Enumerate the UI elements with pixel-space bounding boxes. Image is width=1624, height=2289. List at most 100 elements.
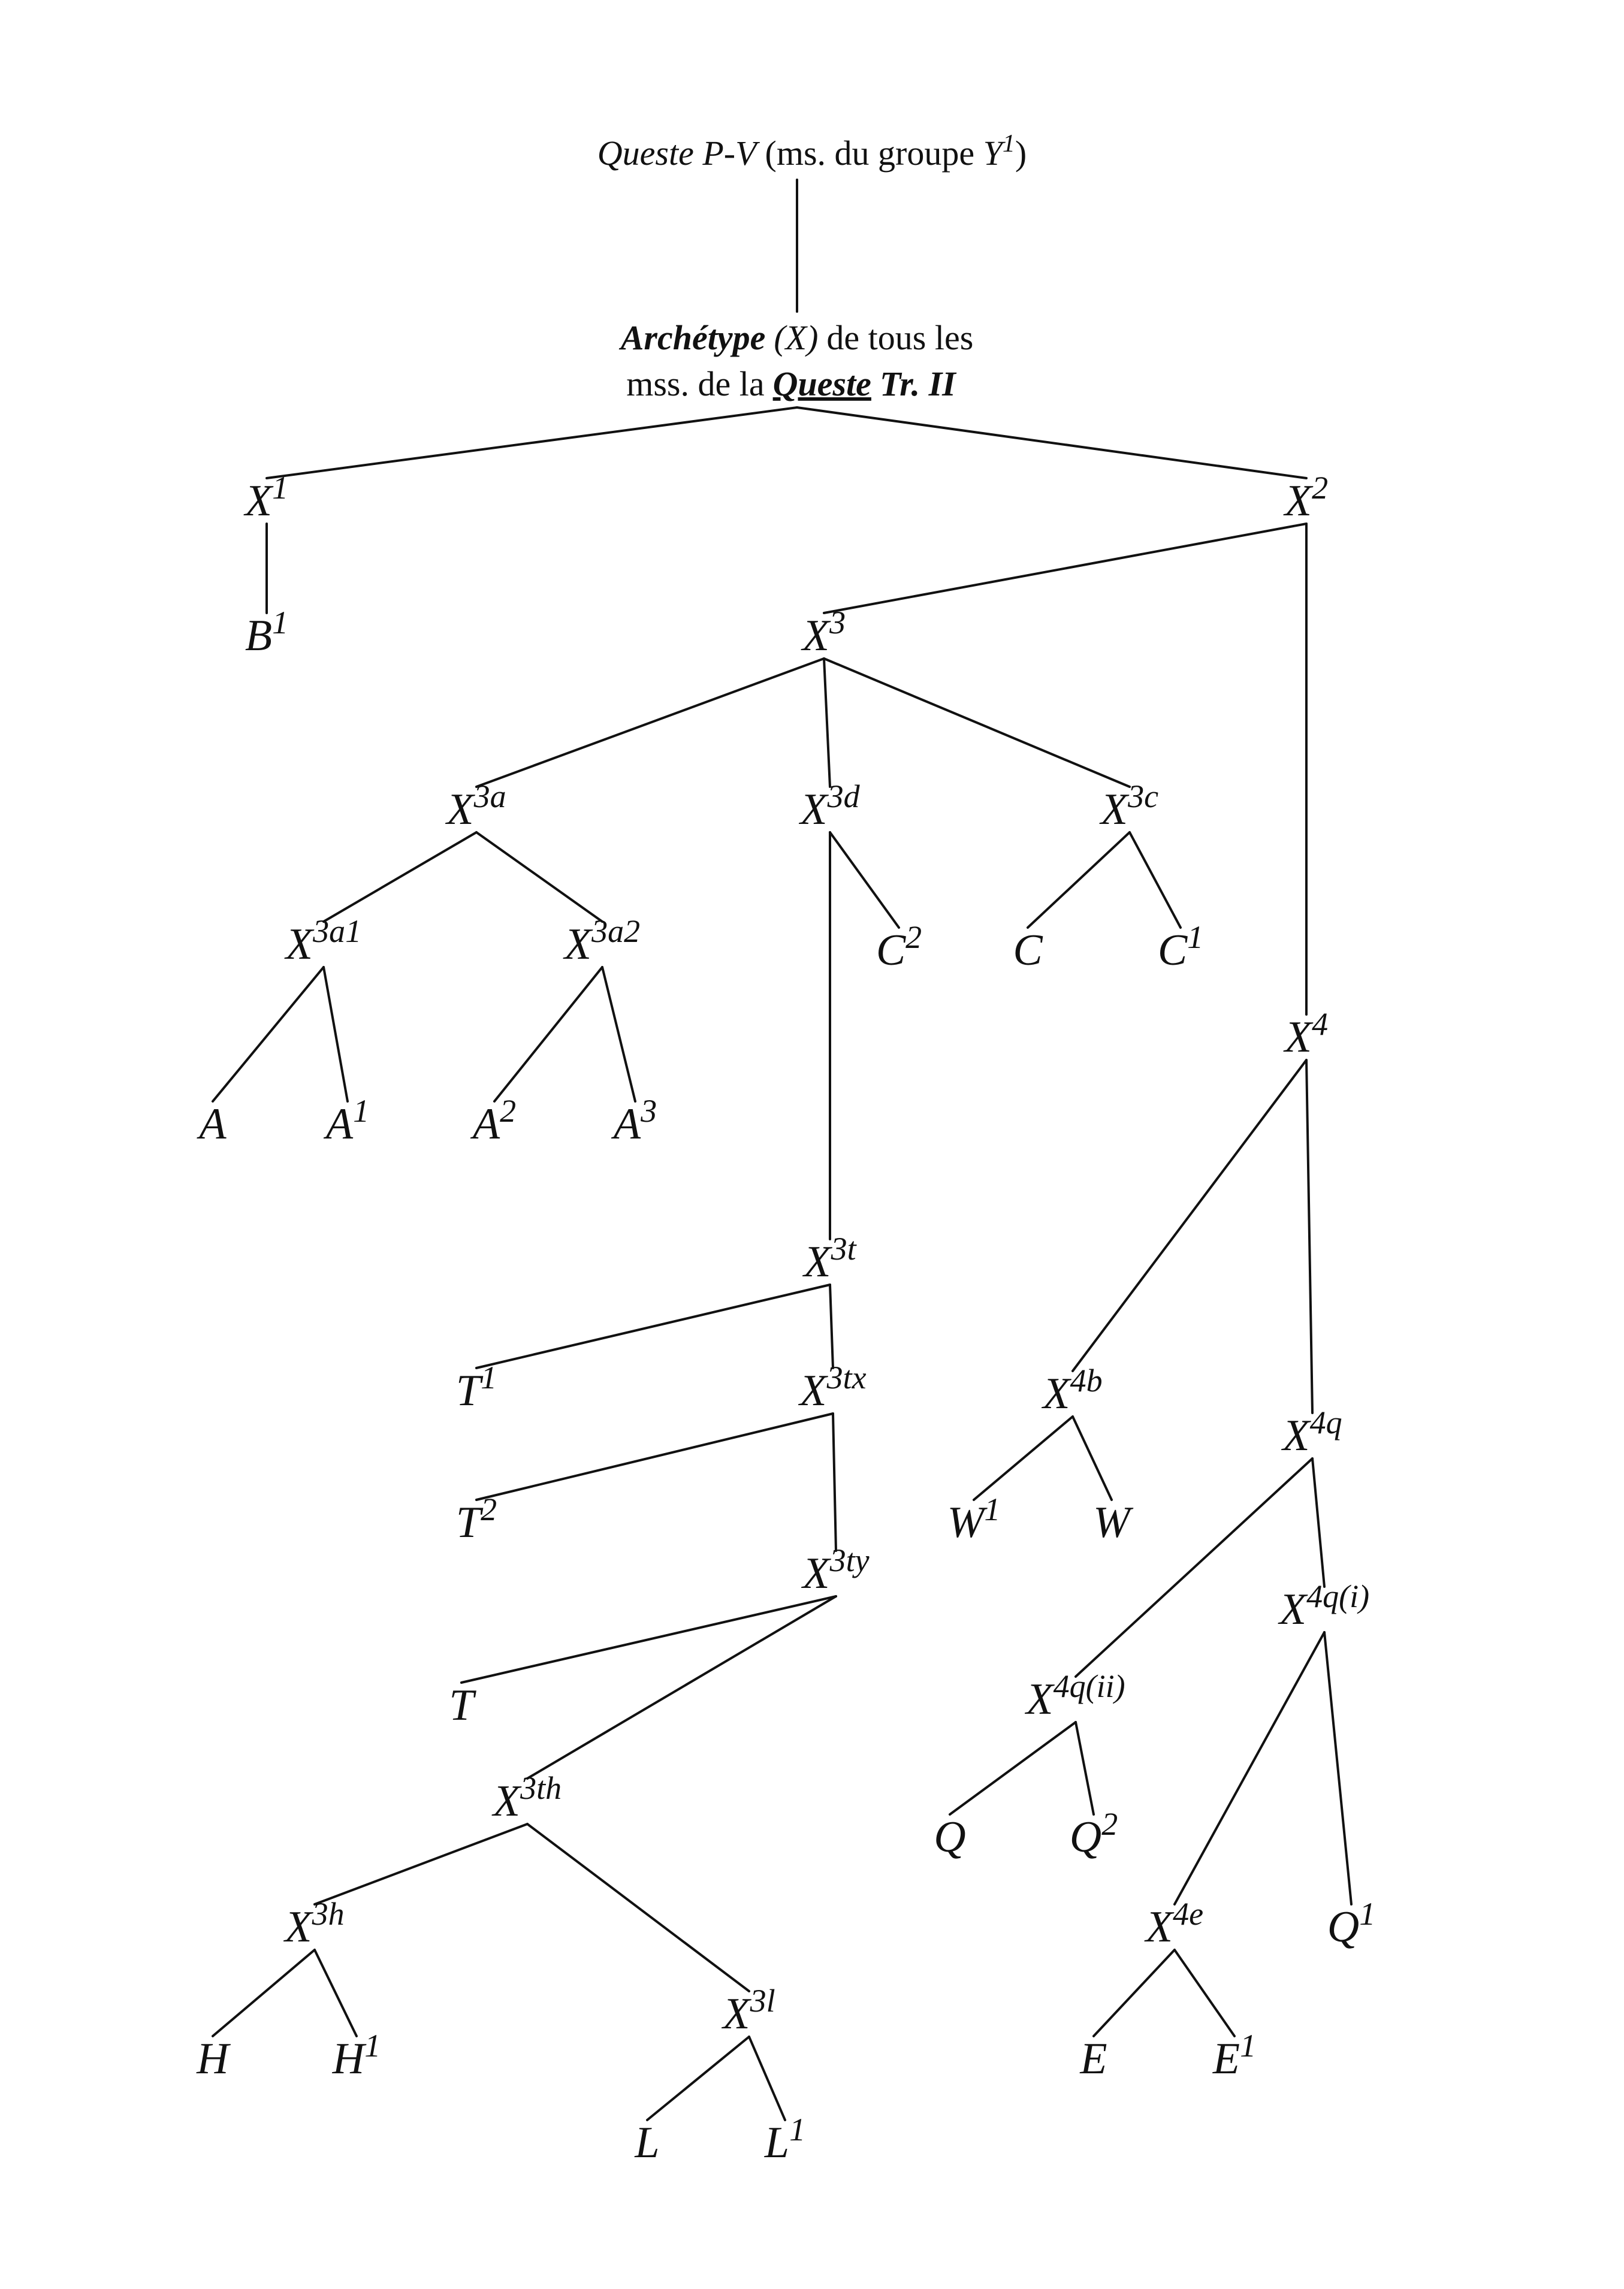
edge-x3-x3a	[475, 657, 825, 788]
edge-x4qi-q1	[1323, 1631, 1353, 1906]
edge-x3a-x3a1	[322, 831, 478, 923]
edge-x3t-x3tx	[829, 1284, 834, 1369]
edge-x4b-w	[1071, 1415, 1113, 1501]
edge-x3tx-x3ty	[832, 1412, 837, 1552]
node-superscript: 1	[272, 605, 288, 641]
node-x3tx: X3tx	[798, 1360, 866, 1415]
edge-x3c-c	[1027, 831, 1131, 929]
node-x3th: X3th	[491, 1770, 562, 1826]
node-base-letter: X	[1278, 1585, 1308, 1634]
archetype-line1-rest: de tous les	[826, 318, 973, 357]
edge-x3d-c2	[829, 831, 900, 929]
node-base-letter: X	[243, 476, 274, 526]
edge-archetype-x1	[265, 406, 798, 479]
node-t1: T1	[456, 1360, 497, 1415]
edge-x3th-x3h	[313, 1823, 529, 1906]
edge-x3c-c1	[1128, 831, 1182, 929]
node-base-letter: Q	[1070, 1813, 1101, 1862]
title-group-sup: 1	[1003, 130, 1015, 158]
node-base-letter: X	[802, 1237, 832, 1287]
node-base-letter: X	[801, 1549, 831, 1598]
title-line: Queste P-V(ms. du groupe Y1)	[597, 130, 1027, 173]
node-base-letter: H	[332, 2034, 367, 2083]
node-base-letter: H	[196, 2034, 231, 2083]
edge-x4qi-x4e	[1173, 1631, 1326, 1906]
node-superscript: 2	[905, 919, 922, 955]
archetype-label: Archétype	[619, 318, 766, 357]
node-base-letter: L	[764, 2118, 789, 2167]
node-base-letter: B	[245, 611, 272, 660]
edge-x3t-t1	[475, 1284, 831, 1369]
node-superscript: 2	[1312, 470, 1328, 506]
node-x4b: X4b	[1041, 1363, 1102, 1418]
node-superscript: 4	[1312, 1006, 1328, 1042]
node-base-letter: X	[798, 1366, 828, 1415]
edge-x3h-h1	[313, 1949, 358, 2037]
node-x1: X1	[243, 470, 288, 526]
node-base-letter: X	[283, 1903, 313, 1952]
node-base-letter: X	[491, 1777, 522, 1826]
node-superscript: 1	[1359, 1896, 1375, 1932]
node-base-letter: A	[323, 1100, 354, 1149]
node-a2: A2	[470, 1093, 516, 1149]
node-base-letter: X	[721, 1989, 751, 2039]
node-base-letter: T	[449, 1681, 476, 1730]
node-base-letter: A	[196, 1100, 227, 1149]
edge-x3l-l1	[748, 2036, 786, 2121]
node-base-letter: X	[563, 920, 593, 969]
edge-x4-x4b	[1071, 1059, 1308, 1372]
node-base-letter: X	[1283, 1013, 1314, 1062]
edge-x3a1-a	[212, 966, 325, 1103]
node-w: W	[1093, 1498, 1134, 1547]
node-superscript: 4b	[1070, 1363, 1103, 1399]
archetype-line-1: Archétype(X)de tous les	[619, 318, 974, 357]
node-e: E	[1079, 2034, 1107, 2083]
edge-x3ty-x3th	[526, 1595, 837, 1780]
node-x3t: X3t	[802, 1231, 857, 1287]
node-base-letter: A	[611, 1100, 641, 1149]
edge-x4-x4q	[1305, 1059, 1314, 1414]
node-l1: L1	[764, 2112, 805, 2167]
archetype-sigil: (X)	[774, 318, 818, 357]
node-superscript: 2	[500, 1093, 516, 1129]
archetype-line2-pre: mss. de la	[626, 364, 764, 403]
node-superscript: 3	[829, 605, 846, 641]
node-superscript: 4e	[1173, 1896, 1203, 1932]
edge-x3a-x3a2	[475, 831, 603, 923]
node-superscript: 3l	[750, 1983, 775, 2019]
title-work: Queste P-V	[597, 134, 760, 173]
edge-x4q-x4qii	[1074, 1457, 1314, 1678]
edge-x3ty-t	[460, 1595, 837, 1684]
node-b1: B1	[245, 605, 288, 660]
node-base-letter: E	[1079, 2034, 1107, 2083]
node-a: A	[196, 1100, 227, 1149]
edge-x4e-e	[1092, 1949, 1176, 2037]
node-superscript: 3a	[473, 778, 506, 814]
node-x3a1: X3a1	[284, 913, 361, 969]
title-group-close: )	[1015, 134, 1027, 173]
node-c: C	[1013, 926, 1043, 975]
node-base-letter: X	[1144, 1903, 1175, 1952]
node-base-letter: X	[1283, 476, 1314, 526]
node-base-letter: W	[1093, 1498, 1134, 1547]
node-superscript: 4q(i)	[1306, 1578, 1369, 1614]
node-superscript: 3c	[1127, 778, 1158, 814]
node-x3c: X3c	[1099, 778, 1158, 834]
node-superscript: 3t	[831, 1231, 858, 1267]
edge-x3-x3c	[823, 657, 1131, 788]
node-base-letter: X	[445, 785, 475, 834]
node-superscript: 1	[364, 2028, 381, 2064]
node-base-letter: A	[470, 1100, 500, 1149]
node-x3: X3	[801, 605, 846, 660]
edge-x3a2-a3	[601, 966, 636, 1103]
title-group-sigil: Y	[983, 134, 1006, 173]
node-q: Q	[934, 1813, 965, 1862]
edge-x4b-w1	[973, 1415, 1074, 1501]
node-superscript: 1	[1240, 2028, 1256, 2064]
node-w1: W1	[947, 1491, 1001, 1547]
node-h1: H1	[332, 2028, 381, 2083]
edge-x2-x3	[823, 523, 1308, 614]
node-base-letter: W	[947, 1498, 988, 1547]
